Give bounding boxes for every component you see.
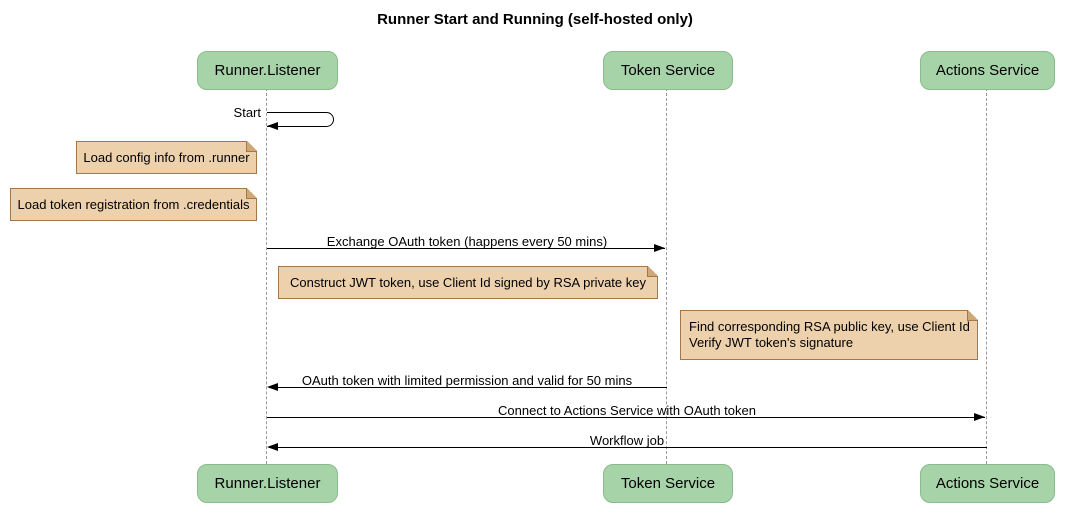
participant-label: Token Service bbox=[620, 475, 716, 492]
participant-runner-listener-bottom: Runner.Listener bbox=[197, 464, 338, 503]
participant-label: Token Service bbox=[620, 62, 716, 79]
lifeline-actions-service bbox=[986, 88, 987, 464]
arrowhead-icon bbox=[654, 244, 665, 252]
diagram-title: Runner Start and Running (self-hosted on… bbox=[377, 11, 693, 28]
participant-label: Runner.Listener bbox=[214, 62, 321, 79]
note-construct-jwt: Construct JWT token, use Client Id signe… bbox=[278, 266, 658, 299]
arrowhead-icon bbox=[267, 122, 278, 130]
message-line bbox=[269, 387, 667, 388]
arrowhead-icon bbox=[267, 383, 278, 391]
participant-label: Actions Service bbox=[935, 62, 1040, 79]
message-label-exchange-oauth: Exchange OAuth token (happens every 50 m… bbox=[326, 234, 608, 249]
note-text: Load token registration from .credential… bbox=[17, 197, 250, 212]
participant-token-service-bottom: Token Service bbox=[603, 464, 733, 503]
participant-runner-listener-top: Runner.Listener bbox=[197, 51, 338, 90]
lifeline-token-service bbox=[666, 88, 667, 464]
message-line bbox=[269, 447, 987, 448]
note-verify-jwt: Find corresponding RSA public key, use C… bbox=[680, 310, 978, 360]
participant-label: Runner.Listener bbox=[214, 475, 321, 492]
note-text: Construct JWT token, use Client Id signe… bbox=[290, 275, 646, 290]
message-line bbox=[267, 248, 665, 249]
participant-token-service-top: Token Service bbox=[603, 51, 733, 90]
note-fold-icon bbox=[967, 310, 978, 321]
note-fold-icon bbox=[246, 141, 257, 152]
message-label-connect-actions: Connect to Actions Service with OAuth to… bbox=[498, 403, 756, 418]
participant-actions-service-top: Actions Service bbox=[920, 51, 1055, 90]
participant-label: Actions Service bbox=[935, 475, 1040, 492]
arrowhead-icon bbox=[974, 413, 985, 421]
note-fold-icon bbox=[647, 266, 658, 277]
note-text: Load config info from .runner bbox=[83, 150, 250, 165]
note-text: Verify JWT token's signature bbox=[689, 335, 854, 350]
participant-actions-service-bottom: Actions Service bbox=[920, 464, 1055, 503]
note-load-config: Load config info from .runner bbox=[76, 141, 257, 174]
message-label-oauth-token-return: OAuth token with limited permission and … bbox=[301, 373, 633, 388]
note-fold-icon bbox=[246, 188, 257, 199]
lifeline-runner-listener bbox=[266, 88, 267, 464]
message-line bbox=[267, 417, 985, 418]
arrowhead-icon bbox=[267, 443, 278, 451]
message-label-workflow-job: Workflow job bbox=[589, 433, 665, 448]
message-label-start: Start bbox=[233, 105, 261, 120]
note-text: Find corresponding RSA public key, use C… bbox=[689, 319, 970, 334]
self-message-arrow bbox=[267, 112, 334, 127]
note-load-token-registration: Load token registration from .credential… bbox=[10, 188, 257, 221]
